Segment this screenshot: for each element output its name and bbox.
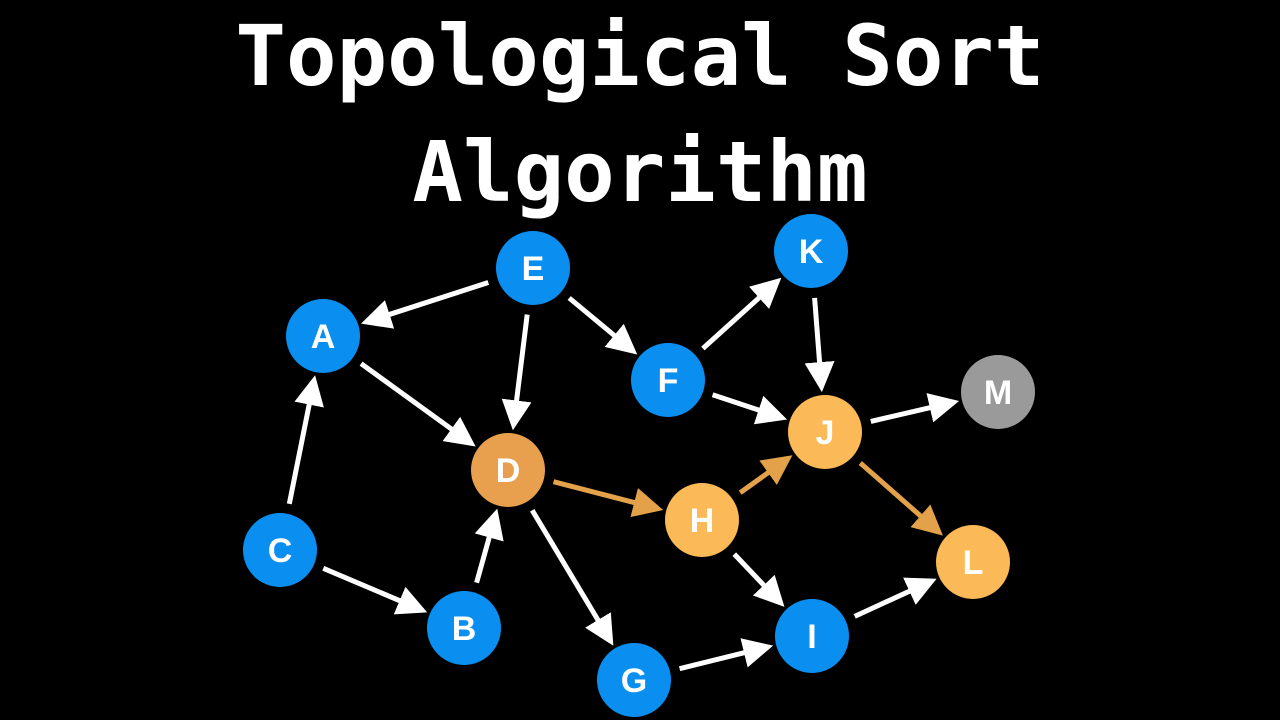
node-label-e: E <box>522 250 545 288</box>
edge-f-to-j <box>711 392 788 425</box>
node-f: F <box>631 343 705 417</box>
node-circle-e <box>496 231 570 305</box>
node-circle-l <box>936 525 1010 599</box>
title-line-2: Algorithm <box>412 123 868 221</box>
edge-d-to-g <box>530 509 614 646</box>
node-c: C <box>243 513 317 587</box>
node-label-i: I <box>807 618 816 656</box>
node-circle-b <box>427 591 501 665</box>
edge-i-to-l <box>853 577 937 619</box>
node-h: H <box>665 483 739 557</box>
node-circle-k <box>774 214 848 288</box>
node-circle-c <box>243 513 317 587</box>
node-circle-h <box>665 483 739 557</box>
node-e: E <box>496 231 570 305</box>
node-a: A <box>286 299 360 373</box>
edge-d-to-h <box>552 479 664 518</box>
edge-c-to-b <box>322 565 428 615</box>
edge-c-to-a <box>286 375 324 505</box>
edge-j-to-m <box>870 393 960 424</box>
node-circle-f <box>631 343 705 417</box>
node-label-k: K <box>799 233 824 271</box>
node-label-h: H <box>690 502 715 540</box>
node-label-b: B <box>452 610 477 648</box>
edge-g-to-i <box>679 638 774 672</box>
node-label-f: F <box>658 362 679 400</box>
node-label-j: J <box>816 414 835 452</box>
node-k: K <box>774 214 848 288</box>
edge-h-to-i <box>732 552 785 607</box>
edge-e-to-f <box>567 296 638 355</box>
node-label-d: D <box>496 452 521 490</box>
edges-layer <box>286 277 960 672</box>
node-d: D <box>471 433 545 507</box>
edge-h-to-j <box>738 455 793 495</box>
node-circle-a <box>286 299 360 373</box>
node-b: B <box>427 591 501 665</box>
node-circle-m <box>961 355 1035 429</box>
node-m: M <box>961 355 1035 429</box>
edge-e-to-a <box>361 280 490 329</box>
node-j: J <box>788 395 862 469</box>
node-i: I <box>775 599 849 673</box>
node-circle-i <box>775 599 849 673</box>
edge-e-to-d <box>501 314 532 431</box>
node-label-g: G <box>621 662 647 700</box>
edge-j-to-l <box>858 461 943 536</box>
edge-k-to-j <box>804 297 835 393</box>
node-g: G <box>597 643 671 717</box>
node-circle-j <box>788 395 862 469</box>
node-label-l: L <box>963 544 984 582</box>
node-label-a: A <box>311 318 336 356</box>
node-label-c: C <box>268 532 293 570</box>
node-circle-d <box>471 433 545 507</box>
edge-b-to-d <box>474 508 504 584</box>
title-line-1: Topological Sort <box>235 7 1045 105</box>
edge-f-to-k <box>701 277 782 351</box>
node-l: L <box>936 525 1010 599</box>
node-label-m: M <box>984 374 1012 412</box>
nodes-layer: A B C D E F G H I J K L M <box>243 214 1035 717</box>
edge-a-to-d <box>359 361 476 447</box>
node-circle-g <box>597 643 671 717</box>
